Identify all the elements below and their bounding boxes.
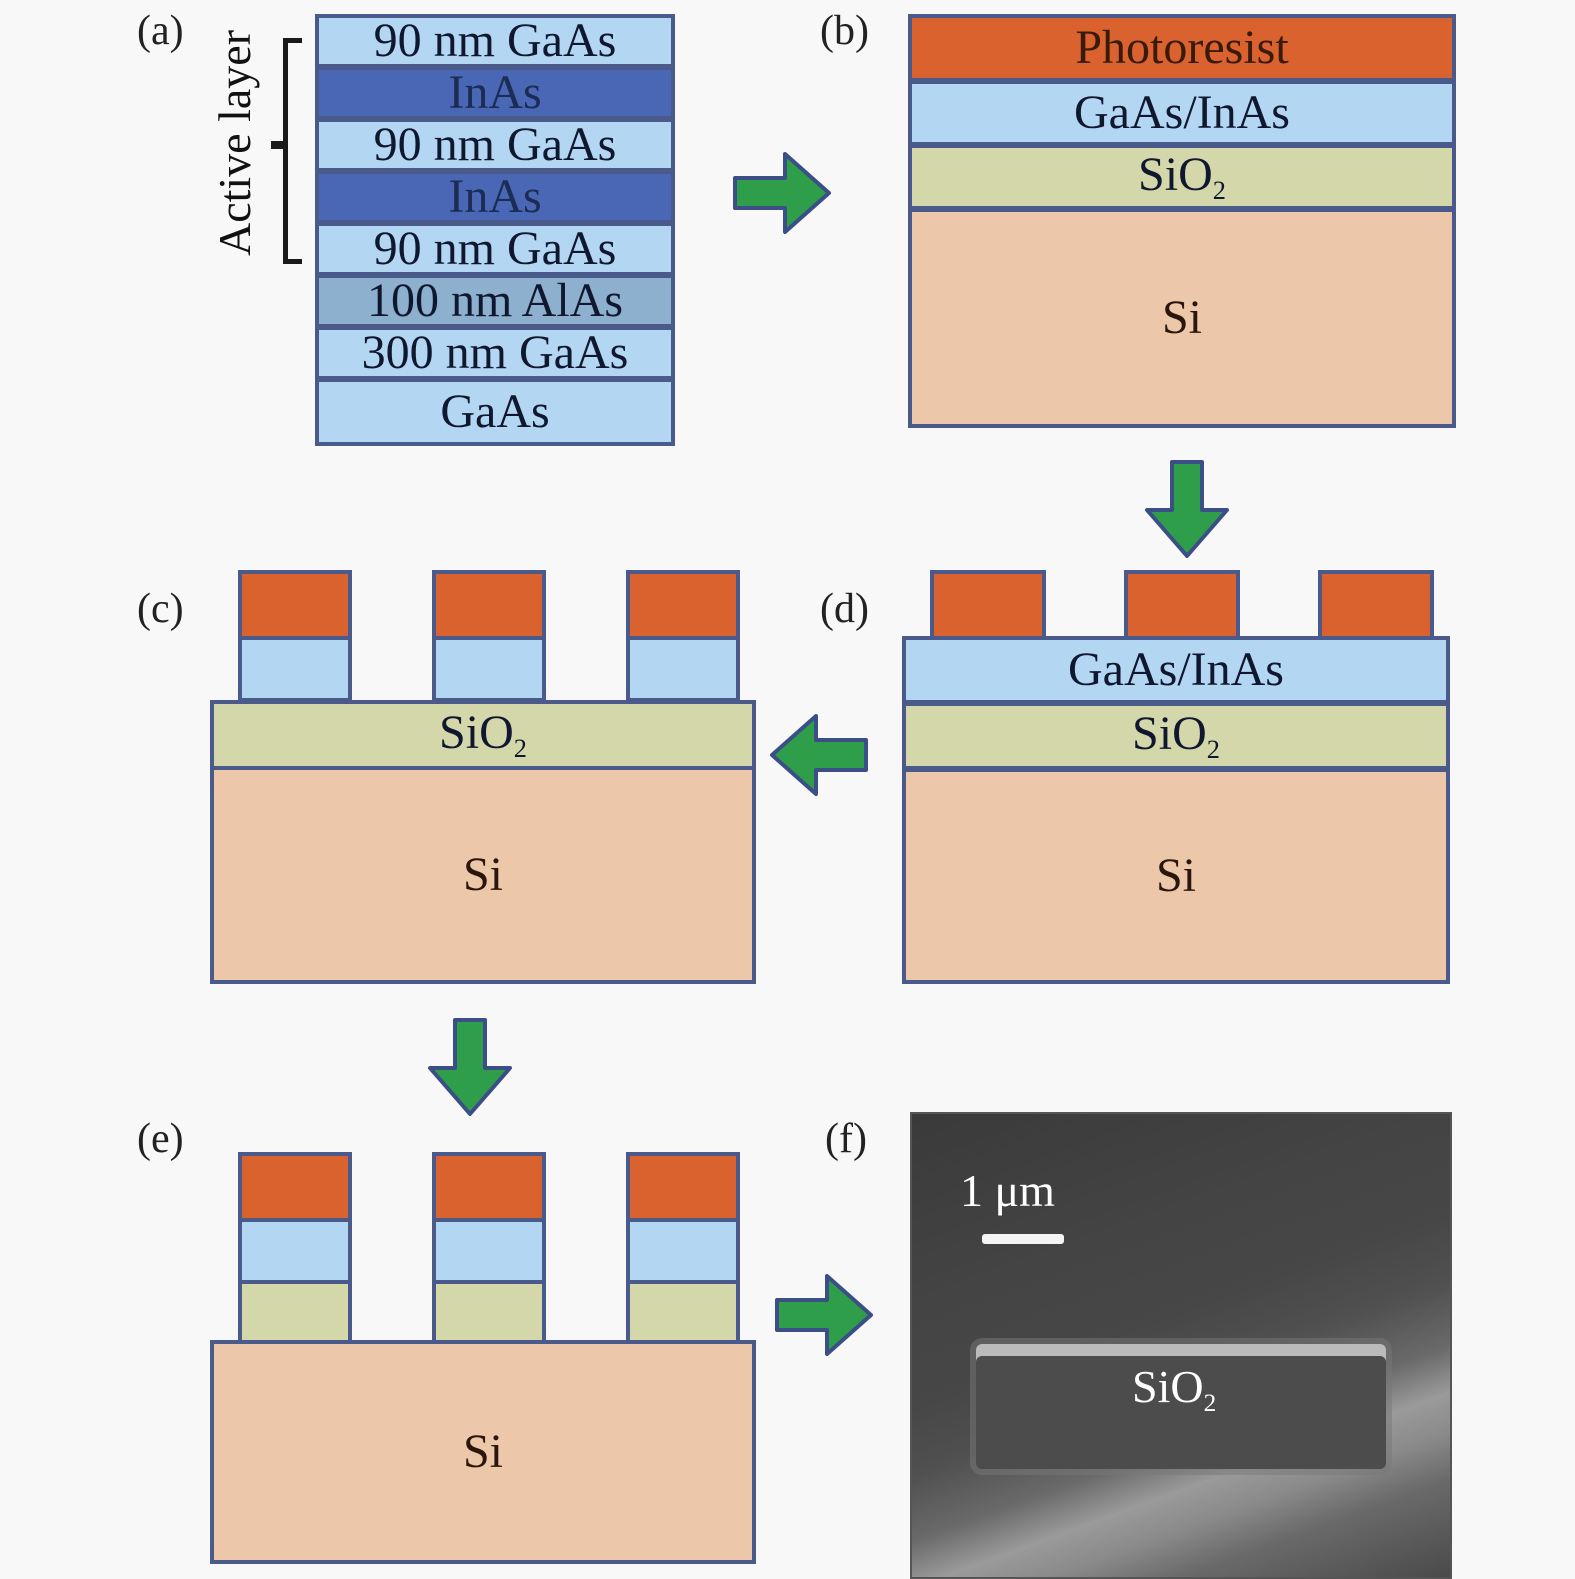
gaas-inas-pillar-3 [626, 1218, 740, 1284]
etched-active-stack: SiO2 Si [210, 570, 756, 984]
gaas-inas-layer: GaAs/InAs [902, 636, 1450, 704]
sio2-layer: SiO2 [210, 700, 756, 770]
si-substrate: Si [210, 766, 756, 984]
epitaxial-stack: 90 nm GaAs InAs 90 nm GaAs InAs 90 nm Ga… [315, 14, 675, 446]
arrow-right-e-to-f [775, 1274, 873, 1356]
photoresist-pillar-2 [1124, 570, 1240, 640]
bracket-tick [271, 141, 285, 149]
active-layer-bracket [283, 38, 302, 264]
panel-e-label: (e) [137, 1116, 184, 1162]
photoresist-pillar-2 [432, 570, 546, 640]
panel-b-label: (b) [820, 8, 869, 54]
si-substrate: Si [908, 208, 1456, 428]
panel-c-label: (c) [137, 586, 184, 632]
panel-f-label: (f) [825, 1116, 867, 1162]
si-substrate: Si [210, 1340, 756, 1564]
wafer-bonded-stack: Photoresist GaAs/InAs SiO2 Si [908, 14, 1456, 428]
sio2-text: SiO2 [439, 705, 527, 763]
layer-300nm-gaas: 300 nm GaAs [315, 326, 675, 380]
active-layer-label-container: Active layer [205, 0, 265, 280]
sio2-pillar-3 [626, 1280, 740, 1344]
sio2-layer: SiO2 [902, 702, 1450, 770]
layer-gaas-substrate: GaAs [315, 378, 675, 446]
arrow-down-b-to-d [1145, 460, 1229, 558]
sio2-mesa [976, 1344, 1386, 1469]
gaas-inas-pillar-1 [238, 636, 352, 702]
layer-90nm-gaas-2: 90 nm GaAs [315, 118, 675, 172]
sio2-sem-label: SiO2 [1132, 1361, 1217, 1417]
photoresist-pillar-3 [1318, 570, 1434, 640]
photoresist-pillar-2 [432, 1152, 546, 1222]
photoresist-pillar-1 [238, 1152, 352, 1222]
photoresist-layer: Photoresist [908, 14, 1456, 82]
photoresist-pillar-1 [238, 570, 352, 640]
active-layer-label: Active layer [209, 29, 260, 257]
layer-90nm-gaas-3: 90 nm GaAs [315, 222, 675, 276]
gaas-inas-pillar-2 [432, 1218, 546, 1284]
photoresist-pillar-3 [626, 1152, 740, 1222]
arrow-right-a-to-b [733, 152, 831, 234]
scale-bar [982, 1234, 1064, 1244]
arrow-down-c-to-e [428, 1018, 512, 1116]
patterned-resist-stack: GaAs/InAs SiO2 Si [902, 570, 1450, 984]
gaas-inas-pillar-1 [238, 1218, 352, 1284]
etched-sio2-stack: Si [210, 1152, 756, 1564]
layer-90nm-gaas-1: 90 nm GaAs [315, 14, 675, 68]
layer-inas-1: InAs [315, 66, 675, 120]
gaas-inas-layer: GaAs/InAs [908, 80, 1456, 146]
sio2-text: SiO2 [1138, 147, 1226, 205]
si-substrate: Si [902, 768, 1450, 984]
scale-bar-label: 1 μm [960, 1165, 1055, 1216]
arrow-left-d-to-c [770, 714, 868, 796]
panel-d-label: (d) [820, 586, 869, 632]
gaas-inas-pillar-3 [626, 636, 740, 702]
photoresist-pillar-3 [626, 570, 740, 640]
sio2-pillar-1 [238, 1280, 352, 1344]
panel-a-label: (a) [137, 8, 184, 54]
gaas-inas-pillar-2 [432, 636, 546, 702]
layer-100nm-alas: 100 nm AlAs [315, 274, 675, 328]
layer-inas-2: InAs [315, 170, 675, 224]
sio2-text: SiO2 [1132, 706, 1220, 764]
sem-micrograph: 1 μm SiO2 [910, 1112, 1452, 1579]
sio2-layer: SiO2 [908, 144, 1456, 210]
photoresist-pillar-1 [930, 570, 1046, 640]
sio2-pillar-2 [432, 1280, 546, 1344]
